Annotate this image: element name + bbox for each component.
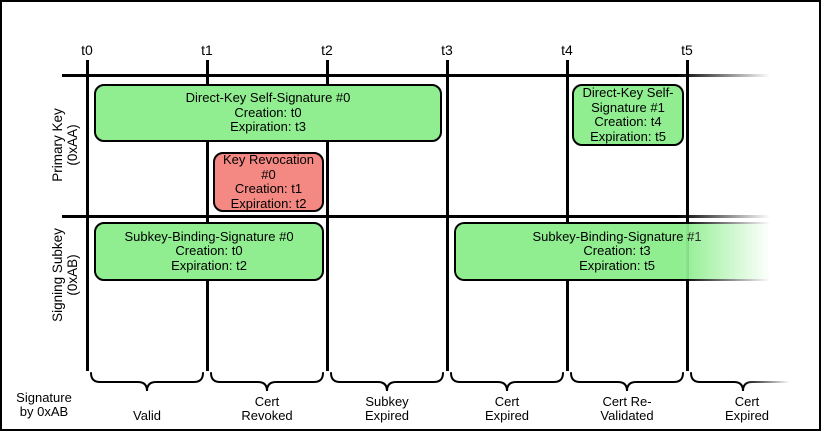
row-name: Signing Subkey <box>50 228 65 322</box>
phase-line: Expired <box>724 407 770 423</box>
tick-label-t0: t0 <box>81 42 93 58</box>
phase-line: Revoked <box>241 407 293 423</box>
phase-line: Expired <box>484 407 530 423</box>
tick-label-t4: t4 <box>561 42 573 58</box>
phase-line: Expired <box>364 407 410 423</box>
brace-subkey-expired <box>330 372 444 392</box>
signature-expiration: Expiration: t2 <box>230 195 307 211</box>
signature-expiration: Expiration: t5 <box>579 257 655 273</box>
row-label-signing-subkey: Signing Subkey (0xAB) <box>49 215 81 335</box>
box-subkey-binding-signature-0: Subkey-Binding-Signature #0 Creation: t0… <box>94 222 324 281</box>
phase-line: Cert <box>254 394 280 409</box>
signature-creation: Creation: t1 <box>234 181 303 196</box>
brace-valid <box>90 372 204 392</box>
tick-label-t3: t3 <box>441 42 453 58</box>
signature-creation: Creation: t3 <box>583 243 651 259</box>
row-key-id: (0xAA) <box>65 124 80 166</box>
phase-line: Cert <box>734 394 760 409</box>
phase-line: Cert Re- <box>602 394 652 409</box>
brace-cert-expired <box>450 372 564 392</box>
brace-cert-revalidated <box>570 372 684 392</box>
tick-label-t5: t5 <box>681 42 693 58</box>
phase-label-cert-revoked: Cert Revoked <box>212 392 322 422</box>
brace-cert-expired-2 <box>690 372 796 392</box>
brace-cert-revoked <box>210 372 324 392</box>
phase-label-valid: Valid <box>92 392 202 422</box>
primary-key-timeline <box>62 74 775 77</box>
phase-label-cert-expired-2: Cert Expired <box>692 392 802 422</box>
box-subkey-binding-signature-1: Subkey-Binding-Signature #1 Creation: t3… <box>454 222 780 281</box>
signature-title: Direct-Key Self-Signature #0 <box>185 90 351 106</box>
phase-line: Validated <box>600 407 654 423</box>
phase-line: Valid <box>133 407 161 423</box>
tick-label-t1: t1 <box>201 42 213 58</box>
axis-label-line1: Signature <box>16 390 72 405</box>
signature-creation: Creation: t4 <box>594 114 662 129</box>
phase-label-cert-revalidated: Cert Re- Validated <box>572 392 682 422</box>
signing-subkey-timeline <box>62 215 775 218</box>
signature-title: Key Revocation #0 <box>222 152 315 182</box>
tick-label-t2: t2 <box>321 42 333 58</box>
signature-expiration: Expiration: t2 <box>171 257 247 273</box>
box-direct-key-self-signature-0: Direct-Key Self-Signature #0 Creation: t… <box>94 84 442 142</box>
signature-creation: Creation: t0 <box>234 104 302 120</box>
box-key-revocation-0: Key Revocation #0 Creation: t1 Expiratio… <box>213 152 324 212</box>
row-name: Primary Key <box>50 108 65 182</box>
signature-creation: Creation: t0 <box>175 243 243 259</box>
phase-line: Subkey <box>365 394 409 409</box>
signature-title: Subkey-Binding-Signature #0 <box>124 228 294 244</box>
signature-title: Direct-Key Self-Signature #1 <box>582 85 674 115</box>
axis-label-line2: by 0xAB <box>19 403 69 419</box>
row-label-primary-key: Primary Key (0xAA) <box>49 90 81 200</box>
phase-line: Cert <box>494 394 520 409</box>
signature-expiration: Expiration: t3 <box>230 119 306 135</box>
signature-title: Subkey-Binding-Signature #1 <box>532 228 702 244</box>
phase-label-subkey-expired: Subkey Expired <box>332 392 442 422</box>
box-direct-key-self-signature-1: Direct-Key Self-Signature #1 Creation: t… <box>572 84 684 146</box>
signature-expiration: Expiration: t5 <box>590 128 666 144</box>
phase-label-cert-expired: Cert Expired <box>452 392 562 422</box>
row-key-id: (0xAB) <box>65 254 80 296</box>
signature-axis-label: Signature by 0xAB <box>8 390 80 418</box>
